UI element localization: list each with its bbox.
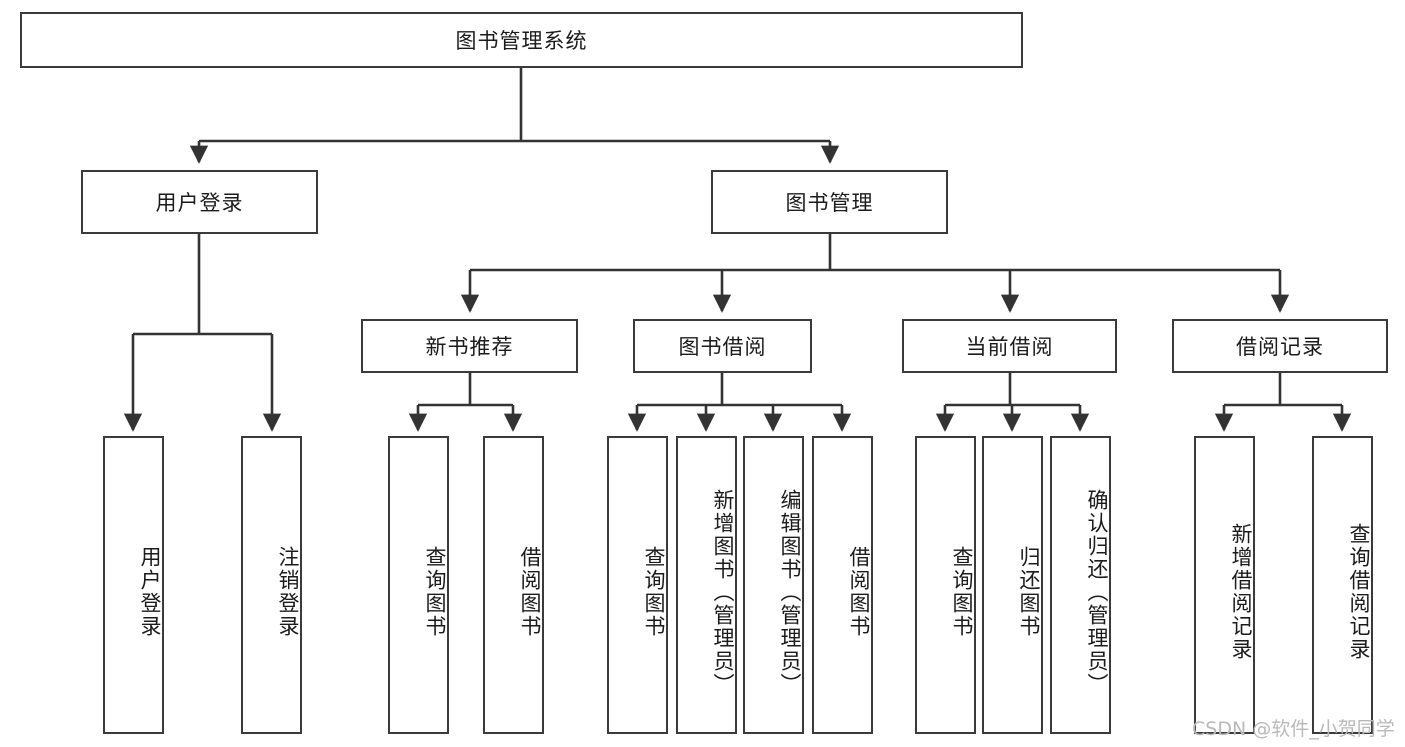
leaf-add-book-label: 新增图书（管理员） [711,488,735,696]
leaf-borrow-book-2[interactable]: 借阅图书 [812,436,873,734]
node-book-borrow[interactable]: 图书借阅 [633,319,812,373]
leaf-return-book[interactable]: 归还图书 [982,436,1043,734]
leaf-user-login[interactable]: 用户登录 [103,436,164,734]
leaf-confirm-return[interactable]: 确认归还（管理员） [1050,436,1111,734]
node-current-borrow-label: 当前借阅 [965,335,1054,359]
leaf-borrow-book-1-label: 借阅图书 [518,546,542,638]
node-borrow-record[interactable]: 借阅记录 [1172,319,1388,373]
leaf-query-book-2[interactable]: 查询图书 [607,436,668,734]
leaf-edit-book-label: 编辑图书（管理员） [778,488,802,696]
leaf-query-book-1[interactable]: 查询图书 [388,436,449,734]
node-new-book-recommend-label: 新书推荐 [425,335,514,359]
node-new-book-recommend[interactable]: 新书推荐 [361,319,578,373]
node-user-login-label: 用户登录 [155,191,244,215]
node-book-management[interactable]: 图书管理 [711,170,948,234]
node-book-borrow-label: 图书借阅 [678,335,767,359]
leaf-borrow-book-1[interactable]: 借阅图书 [483,436,544,734]
node-book-management-label: 图书管理 [785,191,874,215]
leaf-user-logout[interactable]: 注销登录 [241,436,302,734]
leaf-user-login-label: 用户登录 [138,546,162,638]
leaf-confirm-return-label: 确认归还（管理员） [1085,488,1109,696]
leaf-query-book-1-label: 查询图书 [423,546,447,638]
leaf-query-book-2-label: 查询图书 [642,546,666,638]
leaf-query-book-3-label: 查询图书 [950,546,974,638]
leaf-add-book[interactable]: 新增图书（管理员） [676,436,737,734]
node-current-borrow[interactable]: 当前借阅 [902,319,1117,373]
watermark: CSDN @软件_小贺同学 [1192,718,1395,740]
leaf-return-book-label: 归还图书 [1017,546,1041,638]
leaf-query-book-3[interactable]: 查询图书 [915,436,976,734]
leaf-query-record-label: 查询借阅记录 [1347,523,1371,661]
leaf-user-logout-label: 注销登录 [276,546,300,638]
leaf-add-record[interactable]: 新增借阅记录 [1194,436,1255,734]
leaf-borrow-book-2-label: 借阅图书 [847,546,871,638]
leaf-query-record[interactable]: 查询借阅记录 [1312,436,1373,734]
node-root-label: 图书管理系统 [455,29,588,53]
node-user-login[interactable]: 用户登录 [81,170,318,234]
leaf-add-record-label: 新增借阅记录 [1229,523,1253,661]
node-root[interactable]: 图书管理系统 [20,12,1023,68]
node-borrow-record-label: 借阅记录 [1236,335,1324,359]
leaf-edit-book[interactable]: 编辑图书（管理员） [743,436,804,734]
